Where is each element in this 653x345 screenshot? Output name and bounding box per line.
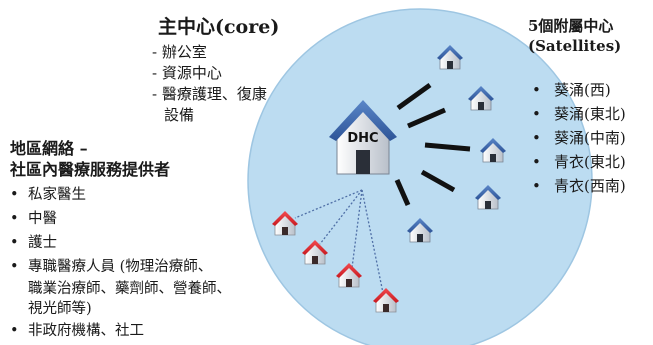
satellites-title: 5個附屬中心 (Satellites) bbox=[528, 17, 622, 55]
connector-5 bbox=[394, 178, 411, 207]
core-list: - 辦公室 - 資源中心 - 醫療護理、復康 設備 bbox=[152, 42, 267, 126]
connector-4 bbox=[420, 169, 456, 193]
core-title: 主中心(core) bbox=[158, 16, 280, 38]
core-item-continuation: 設備 bbox=[164, 106, 195, 124]
network-item-continuation: 職業治療師、藥劑師、營養師、 bbox=[28, 281, 231, 297]
network-connectors bbox=[294, 189, 384, 294]
network-item-continuation: 視光師等) bbox=[28, 301, 92, 317]
network-item: 中醫 bbox=[10, 207, 231, 231]
satellite-item: 青衣(西南) bbox=[532, 174, 626, 198]
connector-3 bbox=[424, 142, 471, 152]
satellite-item: 葵涌(西) bbox=[532, 78, 626, 102]
network-item: 非政府機構、社工 bbox=[10, 319, 231, 343]
connector-2 bbox=[407, 107, 446, 129]
network-list: 私家醫生 中醫 護士 專職醫療人員 (物理治療師、 職業治療師、藥劑師、營養師、… bbox=[10, 183, 231, 343]
satellites-list: 葵涌(西) 葵涌(東北) 葵涌(中南) 青衣(東北) 青衣(西南) bbox=[532, 78, 626, 198]
dhc-hub-house-icon: DHC bbox=[329, 100, 397, 175]
core-item: - 醫療護理、復康 bbox=[152, 85, 267, 103]
dhc-label: DHC bbox=[347, 131, 378, 146]
network-item: 私家醫生 bbox=[10, 183, 231, 207]
network-item: 護士 bbox=[10, 231, 231, 255]
satellite-item: 葵涌(東北) bbox=[532, 102, 626, 126]
satellite-connectors bbox=[394, 82, 471, 207]
connector-1 bbox=[396, 82, 432, 111]
core-item: - 資源中心 bbox=[152, 64, 222, 82]
network-item: 專職醫療人員 (物理治療師、 bbox=[10, 255, 231, 279]
satellite-item: 青衣(東北) bbox=[532, 150, 626, 174]
satellite-item: 葵涌(中南) bbox=[532, 126, 626, 150]
core-item: - 辦公室 bbox=[152, 43, 207, 61]
network-title: 地區網絡 – 社區內醫療服務提供者 bbox=[10, 139, 171, 179]
